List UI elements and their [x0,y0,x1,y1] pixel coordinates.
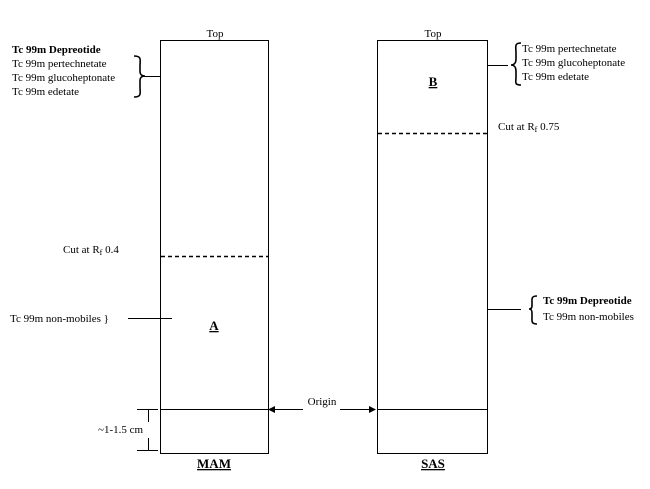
mam-cut-label-value: 0.4 [102,244,119,256]
sas-group-item-5: Tc 99m non-mobiles [543,311,634,323]
sas-bottom-group-brace [528,295,538,325]
origin-arrowhead-left [268,406,275,413]
mam-non-mobiles-label: Tc 99m non-mobiles } [10,313,109,325]
sas-group-item-3: Tc 99m edetate [522,71,589,83]
mam-cut-label-subscript: f [100,248,103,257]
mam-group-item-1: Tc 99m Depreotide [12,44,101,56]
sas-group-item-4: Tc 99m Depreotide [543,295,632,307]
sas-cut-label-subscript: f [535,125,538,134]
sas-group-item-2: Tc 99m glucoheptonate [522,57,625,69]
origin-arrowhead-right [369,406,376,413]
sas-strip [377,40,488,454]
sas-cut-label-value: 0.75 [537,121,560,133]
mam-top-group-brace [133,55,146,98]
origin-label: Origin [308,396,337,408]
sas-strip-label: SAS [421,456,445,471]
sas-top-label: Top [425,28,442,40]
sas-cut-label: Cut at Rf 0.75 [498,121,560,134]
mam-cut-label: Cut at Rf 0.4 [63,244,119,257]
sas-group-item-1: Tc 99m pertechnetate [522,43,617,55]
sas-cut-label-prefix: Cut at R [498,121,535,133]
mam-group-item-3: Tc 99m glucoheptonate [12,72,115,84]
region-a-label: A [209,318,219,333]
region-b-label: B [429,74,438,89]
sas-top-group-brace [510,42,522,86]
origin-measure-label: ~1-1.5 cm [98,424,143,436]
mam-strip [160,40,269,454]
mam-top-label: Top [207,28,224,40]
mam-group-item-4: Tc 99m edetate [12,86,79,98]
mam-group-item-2: Tc 99m pertechnetate [12,58,107,70]
mam-cut-label-prefix: Cut at R [63,244,100,256]
mam-strip-label: MAM [197,456,231,471]
